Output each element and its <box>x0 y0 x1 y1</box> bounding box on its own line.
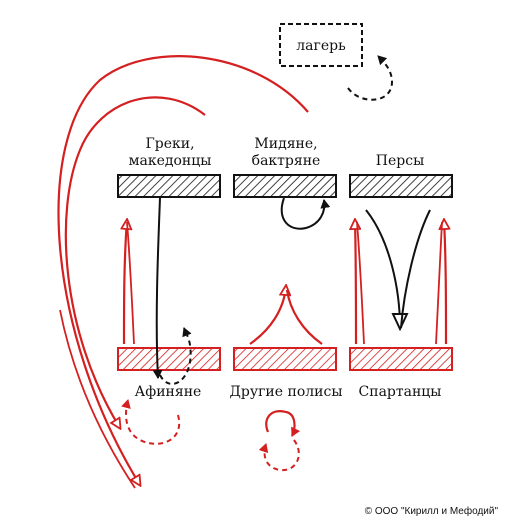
persians-to-spartans-arrow <box>365 209 400 328</box>
greeks-to-athenians-arrow <box>152 197 163 379</box>
medes-label-2: бактряне <box>252 153 321 169</box>
persians-to-spartans-arrow-2 <box>400 209 431 329</box>
greeks-label-1: Греки, <box>145 136 194 152</box>
athenians-up-arrow-left <box>124 220 127 345</box>
camp-label: лагерь <box>296 38 346 54</box>
spartans-up-arrow-right-inner <box>435 221 443 345</box>
other-poleis-bar <box>233 347 337 371</box>
red-arc-middle <box>64 96 206 428</box>
red-arc-outer <box>57 55 309 485</box>
medes-loop-arrow <box>280 197 331 230</box>
persians-label: Персы <box>376 153 424 169</box>
other-poleis-loop-2 <box>258 439 300 472</box>
athenians-dashed-loop <box>159 327 192 385</box>
persians-bar <box>349 174 453 198</box>
red-arc-inner <box>59 309 136 489</box>
spartans-up-arrow-left-inner <box>356 221 365 345</box>
greeks-label-2: македонцы <box>129 153 212 169</box>
spartans-up-arrow-right <box>444 220 446 345</box>
spartans-label: Спартанцы <box>359 384 442 400</box>
copyright-text: © ООО "Кирилл и Мефодий" <box>365 505 499 517</box>
camp-box <box>279 23 363 67</box>
athenians-bar <box>117 347 221 371</box>
athenians-label: Афиняне <box>135 384 202 400</box>
spartans-bar <box>349 347 453 371</box>
camp-dashed-arrow <box>347 55 394 101</box>
spartans-up-arrow-left <box>355 220 356 345</box>
other-poleis-spike-left <box>249 286 286 345</box>
other-poleis-spike-right <box>285 289 323 345</box>
medes-label-1: Мидяне, <box>254 136 317 152</box>
medes-bar <box>233 174 337 198</box>
other-poleis-loop-1 <box>265 410 301 437</box>
other-poleis-label: Другие полисы <box>230 384 343 400</box>
athenians-up-arrow-left-inner <box>126 221 135 345</box>
athenians-red-dashed-loop <box>121 399 181 445</box>
greeks-bar <box>117 174 221 198</box>
